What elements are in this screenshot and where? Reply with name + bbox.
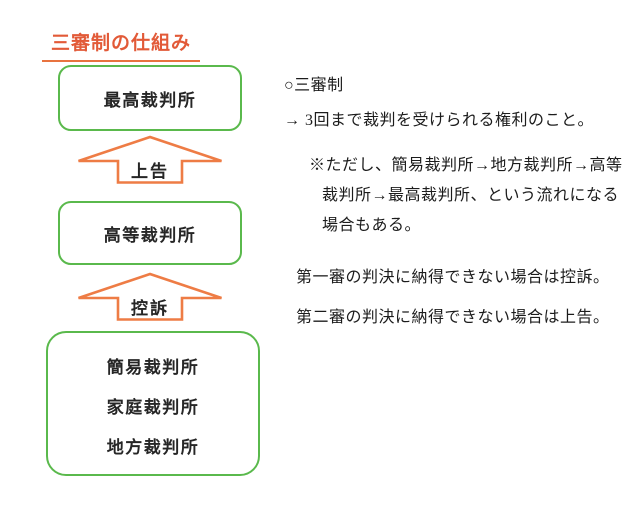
note-definition: → 3回まで裁判を受けられる権利のこと。: [284, 112, 595, 129]
court-label-supreme: 最高裁判所: [103, 90, 197, 110]
court-label-summary: 簡易裁判所: [106, 357, 200, 377]
diagram-title: 三審制の仕組み: [42, 28, 200, 62]
arrow-label-jokoku: 上告: [131, 162, 169, 181]
up-arrow-icon: [78, 135, 222, 184]
court-box-high: 高等裁判所: [58, 201, 242, 265]
note-caveat-line-3: 場合もある。: [322, 217, 422, 234]
up-arrow-icon: [78, 272, 222, 321]
note-caveat-line-1: ※ただし、簡易裁判所→地方裁判所→高等: [309, 157, 623, 174]
note-caveat-line-2: 裁判所→最高裁判所、という流れになる: [322, 187, 620, 204]
court-box-supreme: 最高裁判所: [58, 65, 242, 131]
diagram-title-text: 三審制の仕組み: [50, 33, 191, 54]
note-heading: ○三審制: [284, 77, 344, 94]
note-point-jokoku: 第二審の判決に納得できない場合は上告。: [296, 309, 610, 326]
arrow-label-koso: 控訴: [131, 299, 169, 318]
court-label-district: 地方裁判所: [106, 438, 200, 458]
court-label-family: 家庭裁判所: [106, 397, 200, 417]
up-arrow-koso: 控訴: [76, 272, 224, 322]
court-label-high: 高等裁判所: [103, 225, 197, 245]
court-box-lower: 簡易裁判所 家庭裁判所 地方裁判所: [46, 331, 260, 476]
up-arrow-jokoku: 上告: [76, 135, 224, 185]
note-point-koso: 第一審の判決に納得できない場合は控訴。: [296, 269, 610, 286]
